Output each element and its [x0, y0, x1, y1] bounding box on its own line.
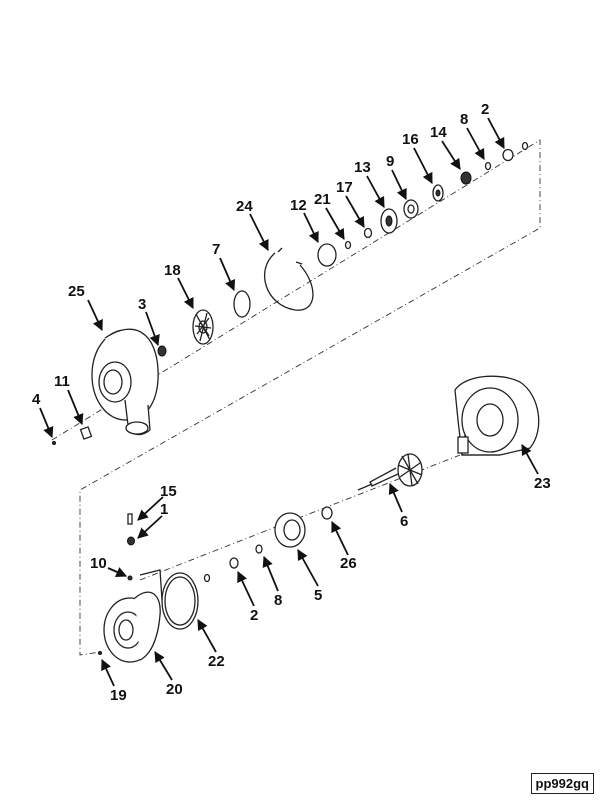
part-17-ring: [363, 227, 373, 239]
part-19-plug: [98, 651, 102, 655]
part-22-v-band-clamp: [161, 572, 199, 630]
part-6-turbine-shaft: [357, 453, 423, 491]
callout-14: 14: [430, 124, 447, 141]
part-3-nut: [157, 345, 167, 357]
callout-8-upper: 8: [460, 111, 468, 128]
part-23-bearing-housing: [454, 375, 540, 456]
callout-2-lower: 2: [250, 607, 258, 624]
part-11-seal: [79, 426, 93, 440]
part-20-turbine-housing: [103, 569, 163, 663]
part-4-bolt: [52, 441, 56, 445]
callout-17: 17: [336, 179, 353, 196]
part-24-retaining-ring: [264, 247, 314, 311]
callout-5: 5: [314, 587, 322, 604]
callout-21: 21: [314, 191, 331, 208]
callout-20: 20: [166, 681, 183, 698]
part-5-seal-plate: [274, 512, 306, 548]
callout-9: 9: [386, 153, 394, 170]
part-18-compressor-wheel: [192, 309, 214, 345]
callout-23: 23: [534, 475, 551, 492]
part-9-thrust-bearing: [403, 199, 419, 219]
callout-26: 26: [340, 555, 357, 572]
callout-labels: 25 18 3 7 24 12 21 17 13 9 16 14 8 2 11 …: [32, 101, 551, 704]
callout-18: 18: [164, 262, 181, 279]
callout-6: 6: [400, 513, 408, 530]
figure-code: pp992gq: [530, 773, 594, 794]
callout-25: 25: [68, 283, 85, 300]
callout-16: 16: [402, 131, 419, 148]
part-14-spacer: [460, 171, 472, 185]
callout-11: 11: [54, 373, 70, 390]
callout-1: 1: [160, 501, 168, 518]
callout-3: 3: [138, 296, 146, 313]
part-25-compressor-housing: [91, 328, 159, 436]
part-10-pin: [127, 575, 133, 581]
part-26-piston-ring: [321, 506, 333, 520]
callout-7: 7: [212, 241, 220, 258]
part-13-thrust-collar: [380, 208, 398, 234]
part-8-lower-ring: [255, 544, 263, 554]
callout-24: 24: [236, 198, 253, 215]
callout-19: 19: [110, 687, 127, 704]
part-15-stud: [127, 513, 133, 525]
callout-2-upper: 2: [481, 101, 489, 118]
part-16-oil-deflector: [432, 184, 444, 202]
part-1-nut: [127, 536, 135, 546]
part-7-snap-ring: [233, 290, 251, 318]
leader-arrows: [39, 117, 539, 687]
callout-4: 4: [32, 391, 41, 408]
part-2-upper-nut: [502, 141, 529, 162]
callout-15: 15: [160, 483, 177, 500]
callout-22: 22: [208, 653, 225, 670]
part-2-lower-nut: [203, 557, 239, 583]
part-8-upper-ring: [484, 161, 492, 171]
part-21-washer: [344, 240, 352, 250]
callout-10: 10: [90, 555, 107, 572]
part-12-o-ring: [317, 243, 337, 267]
callout-12: 12: [290, 197, 307, 214]
callout-13: 13: [354, 159, 371, 176]
callout-8-lower: 8: [274, 592, 282, 609]
